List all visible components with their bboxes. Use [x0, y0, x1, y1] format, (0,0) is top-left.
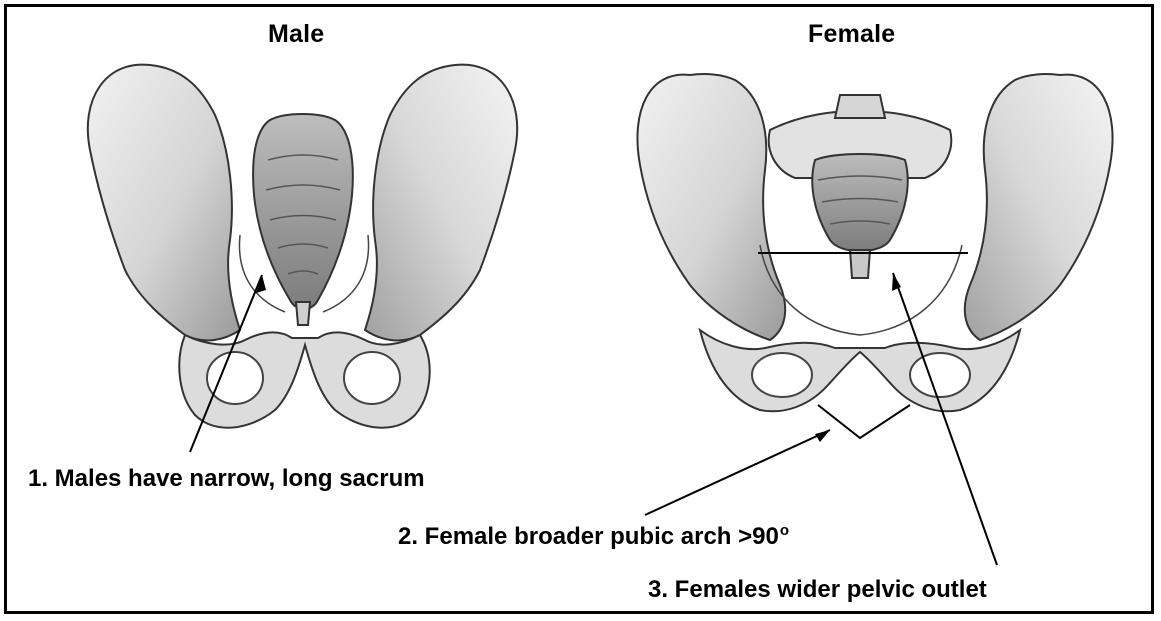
female-heading: Female	[808, 20, 895, 49]
female-vertebra	[835, 95, 885, 118]
pelvic-outlet-label: 3. Females wider pelvic outlet	[648, 576, 987, 604]
pubic-arch-label: 2. Female broader pubic arch >90o	[398, 522, 789, 551]
pelvic-outlet-arrowhead	[892, 273, 901, 291]
female-right-ilium	[965, 74, 1113, 340]
male-heading: Male	[268, 20, 324, 49]
sacrum-label: 1. Males have narrow, long sacrum	[28, 465, 425, 493]
female-pelvis	[637, 74, 1112, 411]
degree-superscript: o	[780, 522, 789, 539]
female-pubis	[700, 330, 1020, 411]
male-pelvis	[88, 65, 517, 428]
male-coccyx	[296, 302, 310, 325]
pubic-arch-bracket	[818, 405, 910, 438]
pubic-arch-arrowhead	[815, 430, 830, 442]
female-left-ilium	[637, 74, 785, 340]
male-right-ilium	[365, 65, 517, 341]
male-sacrum	[253, 114, 353, 309]
female-sacrum	[812, 154, 907, 251]
female-coccyx	[850, 250, 870, 278]
pubic-arch-label-text: 2. Female broader pubic arch >90	[398, 523, 779, 550]
pubic-arch-arrow-line	[645, 430, 830, 515]
male-left-ilium	[88, 65, 240, 341]
